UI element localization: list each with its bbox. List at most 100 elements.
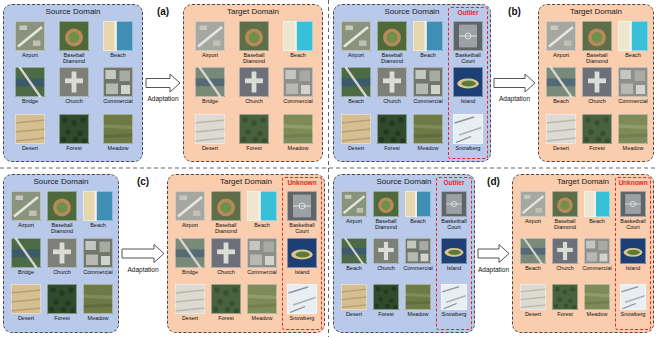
domain-box: Target DomainAirportBaseball DiamondBeac… xyxy=(538,4,654,162)
image-tile: Island xyxy=(617,237,649,284)
image-tile: Beach xyxy=(517,237,549,284)
panel-label: (d) xyxy=(487,176,500,188)
tile-caption: Desert xyxy=(8,315,44,321)
tile-caption: Airport xyxy=(543,52,579,58)
image-tile: Baseball Diamond xyxy=(52,20,96,66)
image-tile: Airport xyxy=(338,190,370,237)
tile-caption: Meadow xyxy=(276,145,320,151)
tile-caption: Basketball Court xyxy=(617,218,649,230)
satellite-image xyxy=(341,284,367,310)
tile-caption: Beach xyxy=(338,98,374,104)
tile-caption: Beach xyxy=(543,98,579,104)
domain-title: Target Domain xyxy=(539,5,653,17)
satellite-image xyxy=(584,191,610,217)
tile-caption: Forest xyxy=(44,315,80,321)
satellite-image xyxy=(15,21,45,51)
image-tile: Meadow xyxy=(410,113,446,159)
satellite-image xyxy=(59,67,89,97)
image-tile: Forest xyxy=(374,113,410,159)
tile-caption: Church xyxy=(232,98,276,104)
satellite-image xyxy=(103,114,133,144)
image-tile: Snowberg xyxy=(617,283,649,330)
satellite-image xyxy=(103,67,133,97)
category-group-box: UnknownBasketball CourtIslandSnowberg xyxy=(282,177,322,330)
image-tile: Snowberg xyxy=(450,113,486,159)
image-tile: Snowberg xyxy=(284,283,320,330)
tile-caption: Snowberg xyxy=(438,311,470,317)
satellite-image xyxy=(441,191,467,217)
satellite-image xyxy=(546,21,576,51)
tile-caption: Commercial xyxy=(402,265,434,271)
tile-caption: Desert xyxy=(8,145,52,151)
image-tile: Beach xyxy=(276,20,320,66)
tile-caption: Church xyxy=(579,98,615,104)
satellite-image xyxy=(83,238,113,268)
satellite-image xyxy=(620,191,646,217)
satellite-image xyxy=(47,191,77,221)
tile-caption: Commercial xyxy=(581,265,613,271)
satellite-image xyxy=(247,191,277,221)
satellite-image xyxy=(441,238,467,264)
tile-caption: Church xyxy=(52,98,96,104)
tile-caption: Island xyxy=(284,269,320,275)
satellite-image xyxy=(373,284,399,310)
satellite-image xyxy=(175,191,205,221)
image-tile: Beach xyxy=(581,190,613,237)
tile-caption: Church xyxy=(549,265,581,271)
satellite-image xyxy=(59,114,89,144)
image-tile: Church xyxy=(579,66,615,112)
tile-caption: Forest xyxy=(370,311,402,317)
satellite-image xyxy=(441,284,467,310)
satellite-image xyxy=(377,114,407,144)
tile-caption: Bridge xyxy=(8,269,44,275)
domain-title: Source Domain xyxy=(4,175,118,187)
group-title: Unknown xyxy=(283,178,321,187)
image-tile: Desert xyxy=(338,113,374,159)
domain-title: Source Domain xyxy=(4,5,142,17)
image-tile: Bridge xyxy=(188,66,232,112)
image-tile: Airport xyxy=(8,20,52,66)
tile-caption: Forest xyxy=(579,145,615,151)
image-tile: Church xyxy=(44,237,80,284)
image-tile: Forest xyxy=(579,113,615,159)
tile-caption: Beach xyxy=(410,52,446,58)
tile-caption: Beach xyxy=(581,218,613,224)
image-tile: Commercial xyxy=(96,66,140,112)
image-tile: Forest xyxy=(549,283,581,330)
image-tile: Beach xyxy=(80,190,116,237)
tile-caption: Bridge xyxy=(8,98,52,104)
tile-caption: Commercial xyxy=(244,269,280,275)
image-tile: Snowberg xyxy=(438,283,470,330)
satellite-image xyxy=(83,284,113,314)
satellite-image xyxy=(15,67,45,97)
satellite-image xyxy=(11,284,41,314)
tile-caption: Beach xyxy=(96,52,140,58)
panel-label: (a) xyxy=(157,6,169,18)
category-group-box: UnknownBasketball CourtIslandSnowberg xyxy=(615,177,651,330)
tile-caption: Baseball Diamond xyxy=(579,52,615,64)
tile-caption: Airport xyxy=(8,222,44,228)
image-tile: Bridge xyxy=(8,237,44,284)
satellite-image xyxy=(552,238,578,264)
tile-caption: Bridge xyxy=(172,269,208,275)
tile-caption: Church xyxy=(374,98,410,104)
category-group-box: OutlierBasketball CourtIslandSnowberg xyxy=(436,177,472,330)
satellite-image xyxy=(341,238,367,264)
satellite-image xyxy=(413,114,443,144)
satellite-image xyxy=(582,114,612,144)
group-title: Outlier xyxy=(449,8,487,17)
edge-label: Adaptation xyxy=(126,266,159,274)
satellite-image xyxy=(239,67,269,97)
tile-caption: Forest xyxy=(208,315,244,321)
satellite-image xyxy=(413,67,443,97)
satellite-image xyxy=(405,191,431,217)
image-tile: Airport xyxy=(543,20,579,66)
image-tile: Desert xyxy=(543,113,579,159)
image-tile: Church xyxy=(232,66,276,112)
tile-caption: Commercial xyxy=(410,98,446,104)
satellite-image xyxy=(287,284,317,314)
satellite-image xyxy=(413,21,443,51)
tile-caption: Basketball Court xyxy=(450,52,486,64)
satellite-image xyxy=(11,238,41,268)
satellite-image xyxy=(405,284,431,310)
